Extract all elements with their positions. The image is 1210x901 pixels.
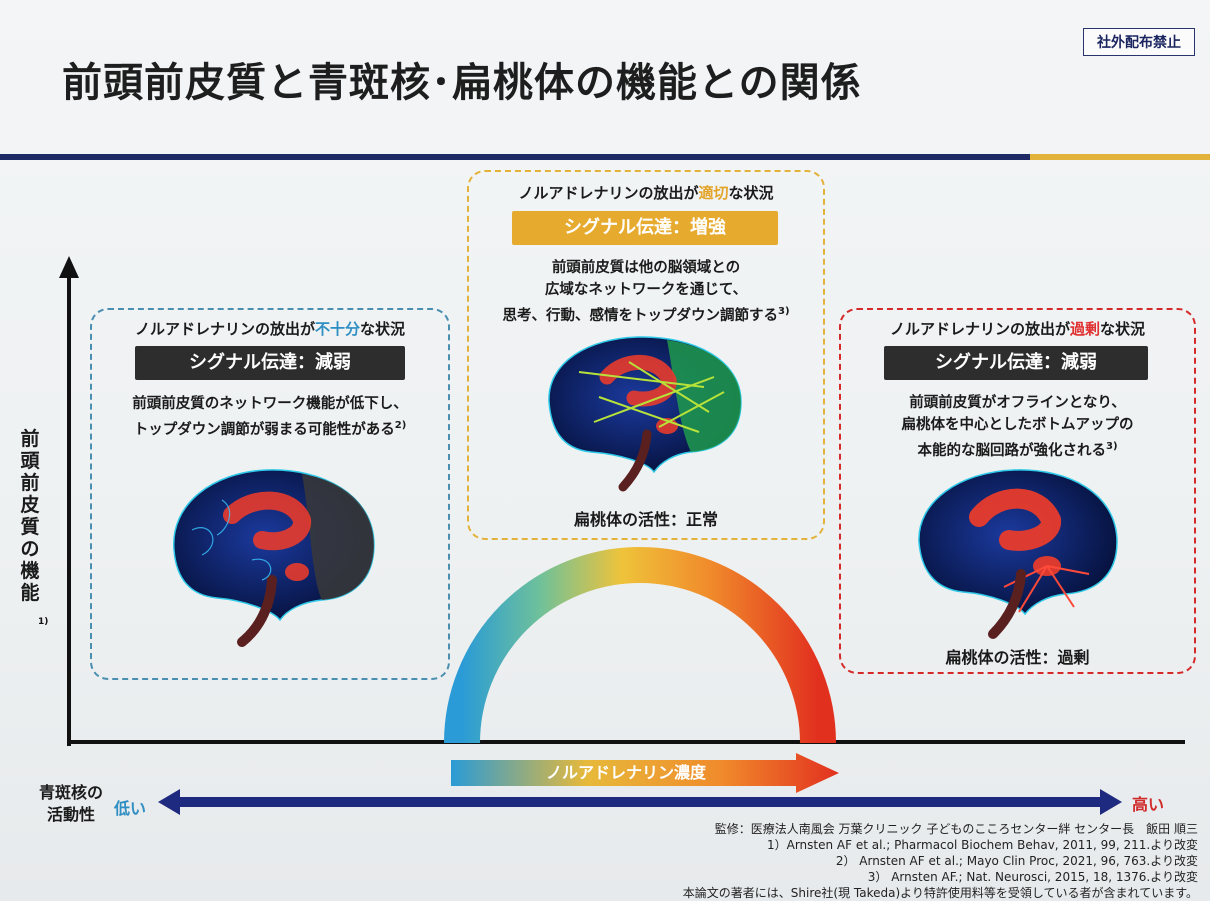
x-axis bbox=[67, 740, 1185, 744]
y-axis-label: 前 頭 前 皮 質 の 機 能 bbox=[20, 428, 40, 604]
panel-heading: ノルアドレナリンの放出が適切な状況 bbox=[518, 184, 774, 202]
signal-badge: シグナル伝達：減弱 bbox=[135, 346, 405, 380]
locus-coeruleus-label: 青斑核の 活動性 bbox=[38, 783, 103, 824]
panel-description: 前頭前皮質は他の脳領域との 広域なネットワークを通じて、 思考、行動、感情をトッ… bbox=[502, 260, 790, 324]
brain-illustration-high bbox=[918, 469, 1118, 639]
locus-coeruleus-activity-arrow bbox=[158, 789, 1122, 815]
brain-illustration-optimal bbox=[548, 336, 742, 492]
amygdala-activity: 扁桃体の活性：過剰 bbox=[945, 648, 1090, 667]
panel-heading: ノルアドレナリンの放出が過剰な状況 bbox=[889, 320, 1146, 338]
reference-1: 1）Arnsten AF et al.; Pharmacol Biochem B… bbox=[766, 838, 1198, 852]
title-rule-gold bbox=[1030, 154, 1210, 160]
y-axis-arrowhead bbox=[59, 256, 79, 278]
amygdala-activity: 扁桃体の活性：正常 bbox=[573, 510, 718, 529]
signal-badge: シグナル伝達：増強 bbox=[512, 211, 778, 245]
disclosure: 本論文の著者には、Shire社(現 Takeda)より特許使用料等を受領している… bbox=[682, 886, 1198, 900]
panel-optimal: ノルアドレナリンの放出が適切な状況 シグナル伝達：増強 前頭前皮質は他の脳領域と… bbox=[467, 170, 825, 540]
page-title: 前頭前皮質と青斑核･扁桃体の機能との関係 bbox=[62, 60, 862, 106]
references: 監修：医療法人南風会 万葉クリニック 子どものこころセンター絆 センター長 飯田… bbox=[683, 821, 1198, 901]
y-axis bbox=[67, 270, 71, 746]
reference-2: 2） Arnsten AF et al.; Mayo Clin Proc, 20… bbox=[835, 854, 1198, 868]
ne-concentration-arrow bbox=[451, 753, 839, 793]
reference-3: 3） Arnsten AF.; Nat. Neurosci, 2015, 18,… bbox=[867, 870, 1198, 884]
panel-description: 前頭前皮質のネットワーク機能が低下し、 トップダウン調節が弱まる可能性がある2) bbox=[132, 396, 408, 438]
title-rule-navy bbox=[0, 154, 1030, 160]
confidential-badge: 社外配布禁止 bbox=[1083, 28, 1195, 56]
inverted-u-arc bbox=[444, 547, 836, 744]
panel-insufficient: ノルアドレナリンの放出が不十分な状況 シグナル伝達：減弱 前頭前皮質のネットワー… bbox=[90, 308, 450, 680]
ne-concentration-label: ノルアドレナリン濃度 bbox=[545, 763, 706, 782]
panel-excessive: ノルアドレナリンの放出が過剰な状況 シグナル伝達：減弱 前頭前皮質がオフラインと… bbox=[839, 308, 1196, 674]
low-label: 低い bbox=[114, 799, 147, 818]
brain-illustration-low bbox=[173, 469, 375, 647]
high-label: 高い bbox=[1132, 795, 1165, 814]
signal-badge: シグナル伝達：減弱 bbox=[884, 346, 1148, 380]
y-axis-footnote: 1) bbox=[38, 617, 49, 627]
panel-heading: ノルアドレナリンの放出が不十分な状況 bbox=[134, 320, 406, 338]
supervisor-credit: 監修：医療法人南風会 万葉クリニック 子どものこころセンター絆 センター長 飯田… bbox=[714, 822, 1198, 836]
panel-description: 前頭前皮質がオフラインとなり、 扁桃体を中心としたボトムアップの 本能的な脳回路… bbox=[901, 395, 1134, 459]
